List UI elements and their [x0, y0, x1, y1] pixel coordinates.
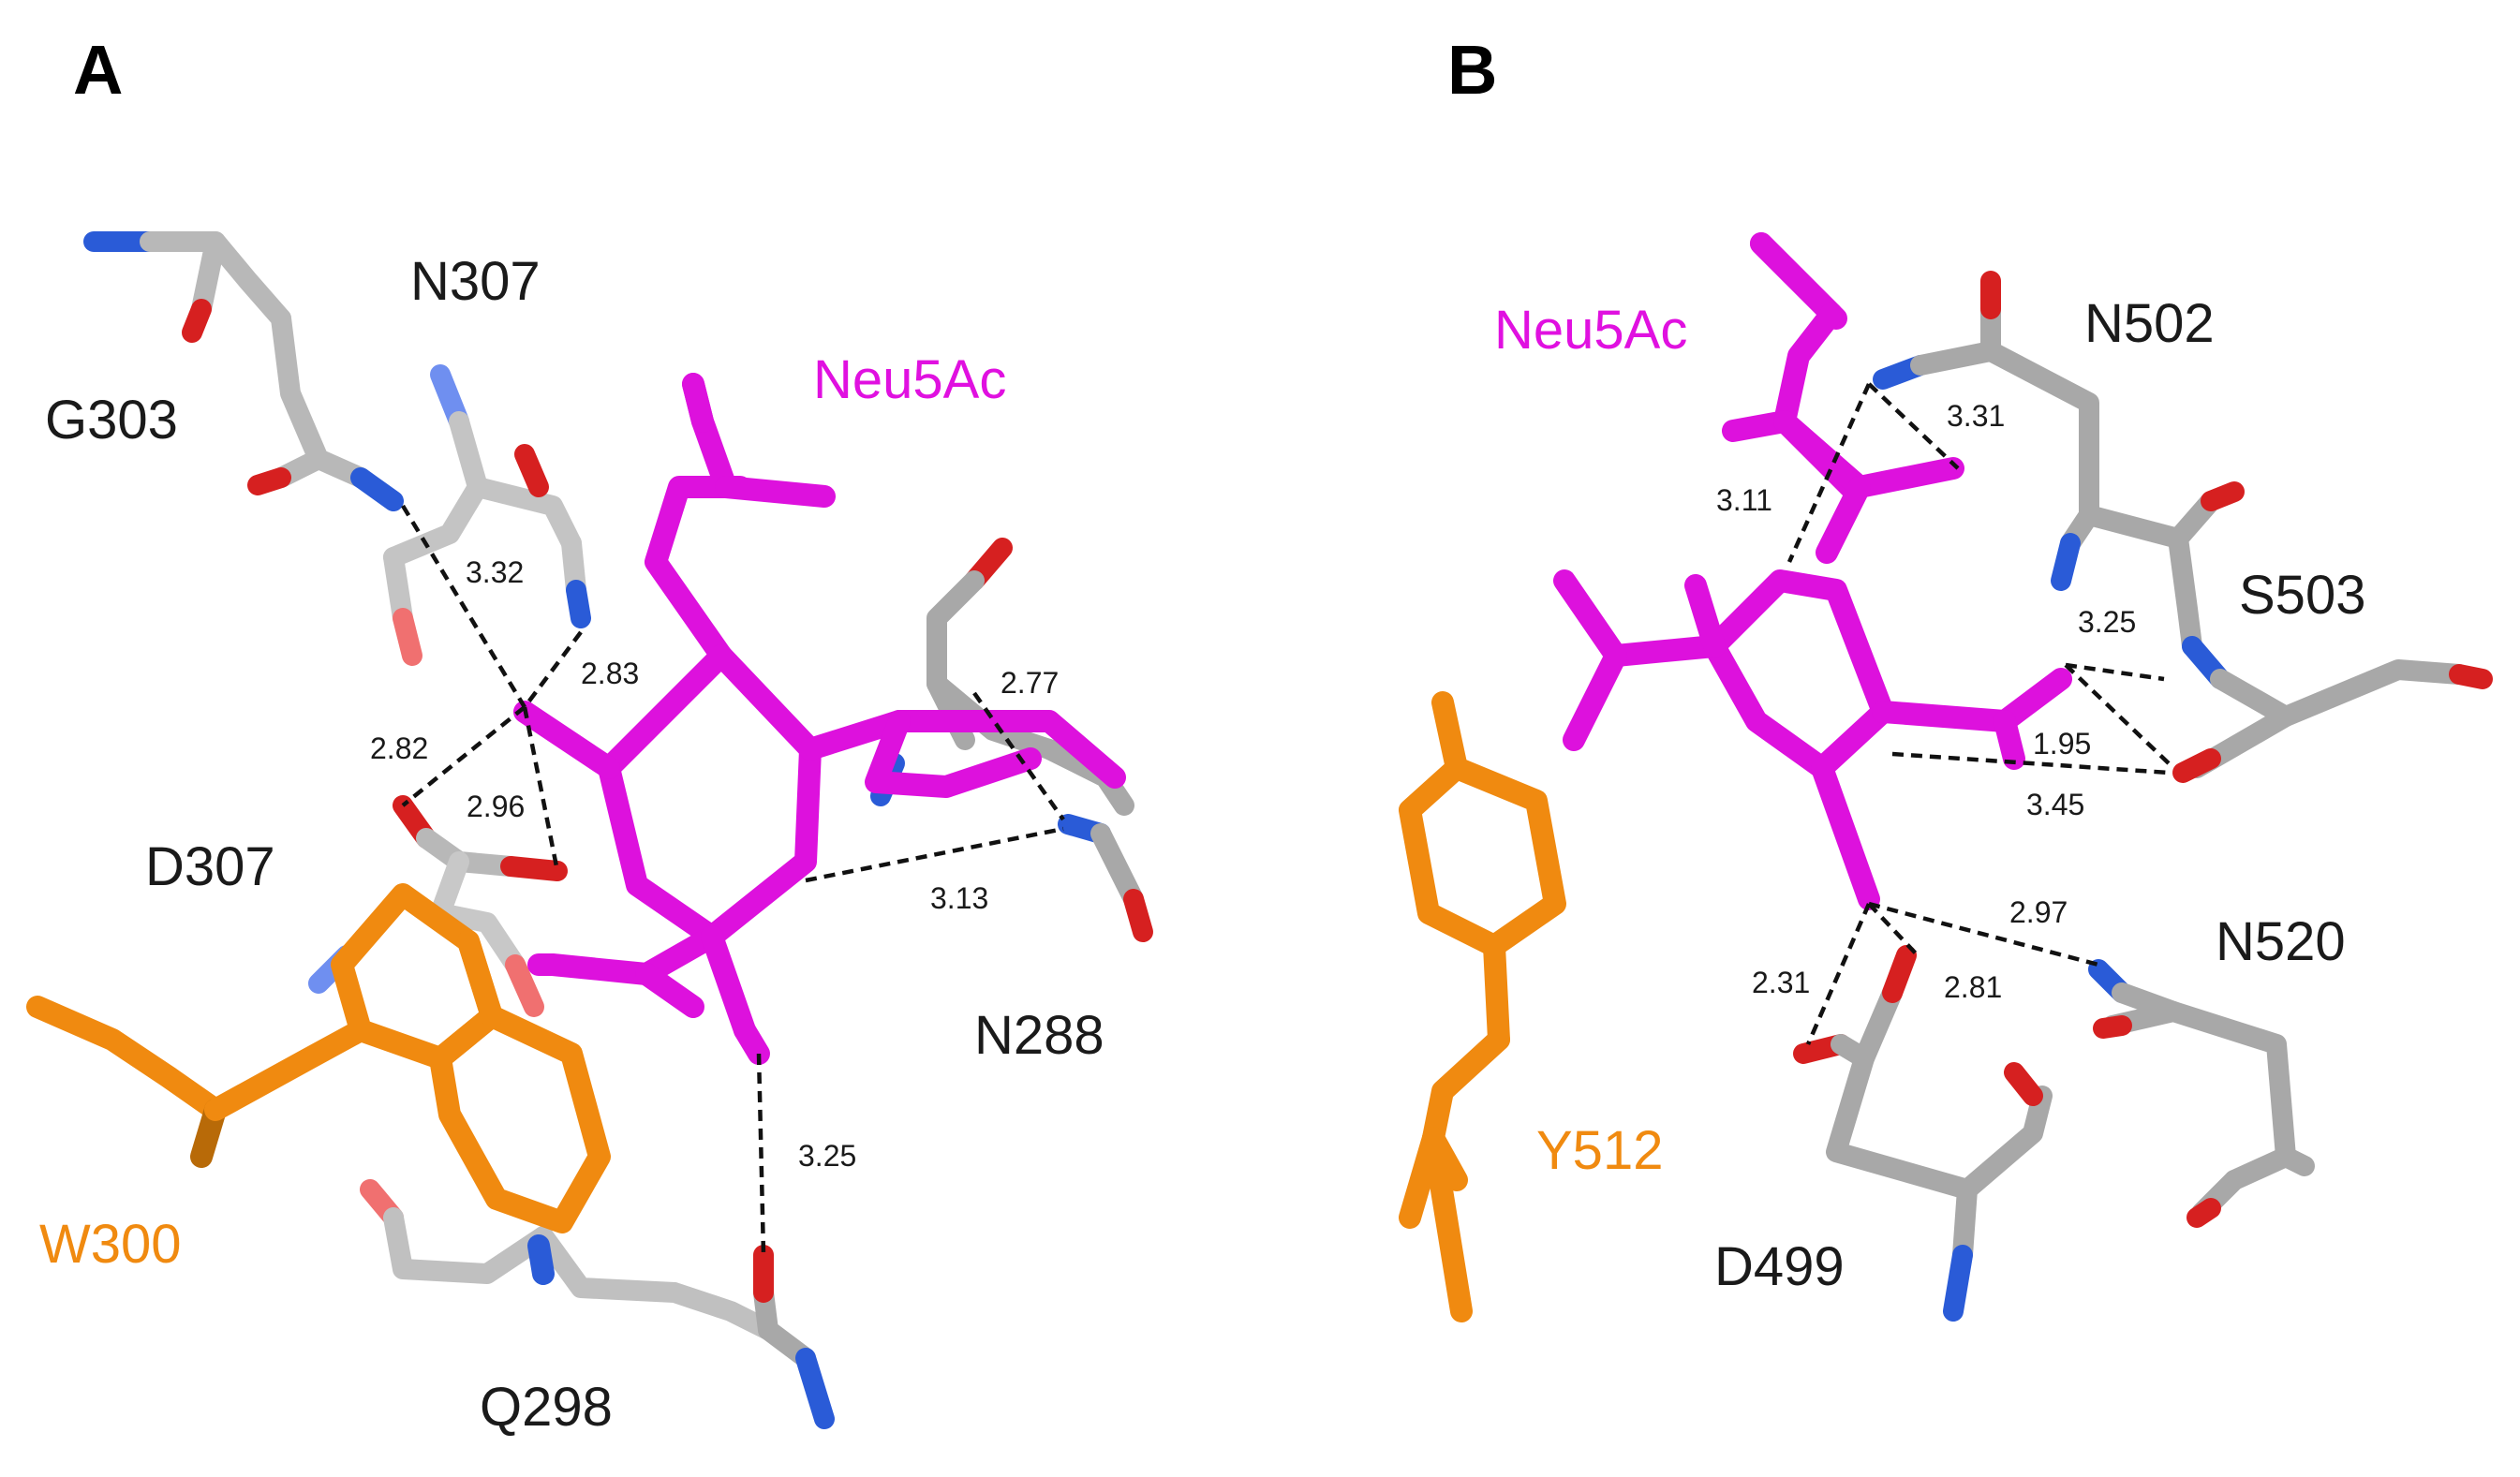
y512-residue	[1399, 691, 1566, 1322]
dist-b-3: 3.25	[2078, 605, 2136, 639]
dist-a-2: 2.83	[581, 657, 639, 690]
dist-a-3: 2.77	[1001, 666, 1059, 700]
dist-b-6: 2.97	[2009, 895, 2068, 929]
dist-b-2: 3.11	[1716, 483, 1772, 517]
dist-a-4: 2.82	[370, 731, 428, 765]
hbond-b-3	[2065, 662, 2165, 682]
d499-residue	[1793, 945, 2053, 1322]
hbonds-b	[1786, 382, 2171, 1045]
hbond-a-1	[401, 504, 526, 709]
label-n502: N502	[2084, 293, 2215, 354]
dist-b-5: 3.45	[2026, 788, 2084, 821]
panel-a: A N307 G303 Neu5Ac D307 N288 W300 Q298 3…	[26, 31, 1153, 1438]
neu5ac-ligand-b	[1553, 232, 2072, 910]
label-n288: N288	[974, 1005, 1104, 1066]
n520-residue	[2088, 959, 2315, 1228]
hbond-b-6	[1868, 901, 2099, 967]
hbonds-a	[401, 504, 1065, 1256]
hbond-a-7	[756, 1053, 766, 1256]
dist-b-4: 1.95	[2033, 727, 2091, 761]
hbond-b-8	[1867, 902, 1918, 955]
dist-a-6: 3.13	[930, 881, 988, 915]
label-neu5ac-a: Neu5Ac	[813, 349, 1006, 410]
label-n307: N307	[410, 251, 541, 312]
panel-label-b: B	[1447, 31, 1497, 109]
label-q298: Q298	[480, 1377, 613, 1438]
label-s503: S503	[2239, 565, 2365, 626]
hbond-a-2	[523, 630, 583, 709]
hbond-b-4	[2064, 663, 2171, 765]
dist-b-8: 2.81	[1944, 970, 2002, 1004]
hbond-a-4	[401, 705, 526, 807]
hbond-a-3	[972, 691, 1065, 821]
label-d307: D307	[145, 836, 275, 897]
dist-a-5: 2.96	[467, 790, 525, 823]
label-w300: W300	[39, 1214, 182, 1275]
hbond-b-5	[1891, 751, 2170, 775]
q298-residue	[360, 1179, 835, 1429]
g303-residue	[83, 231, 404, 511]
n502-residue	[1873, 271, 2245, 591]
w300-residue	[26, 883, 611, 1285]
label-g303: G303	[45, 390, 178, 450]
panel-b: B Neu5Ac N502 S503 Y512 N520 D499 3.31 3…	[1399, 31, 2493, 1322]
dist-b-1: 3.31	[1947, 399, 2005, 433]
dist-a-1: 3.32	[466, 555, 524, 589]
hbond-a-5	[522, 706, 560, 872]
dist-a-7: 3.25	[798, 1139, 856, 1173]
neu5ac-ligand-a	[513, 373, 1126, 1065]
hbond-a-6	[805, 826, 1064, 883]
label-y512: Y512	[1536, 1120, 1663, 1181]
label-d499: D499	[1714, 1236, 1845, 1297]
dist-b-7: 2.31	[1752, 966, 1810, 999]
hbond-b-1	[1867, 382, 1960, 470]
hbond-b-2	[1786, 383, 1872, 563]
label-neu5ac-b: Neu5Ac	[1494, 300, 1687, 361]
label-n520: N520	[2216, 911, 2346, 972]
n307-residue	[383, 364, 591, 666]
n288-residue	[870, 538, 1153, 942]
s503-residue	[2168, 528, 2493, 783]
hbond-b-7	[1805, 903, 1872, 1045]
panel-label-a: A	[73, 31, 123, 109]
